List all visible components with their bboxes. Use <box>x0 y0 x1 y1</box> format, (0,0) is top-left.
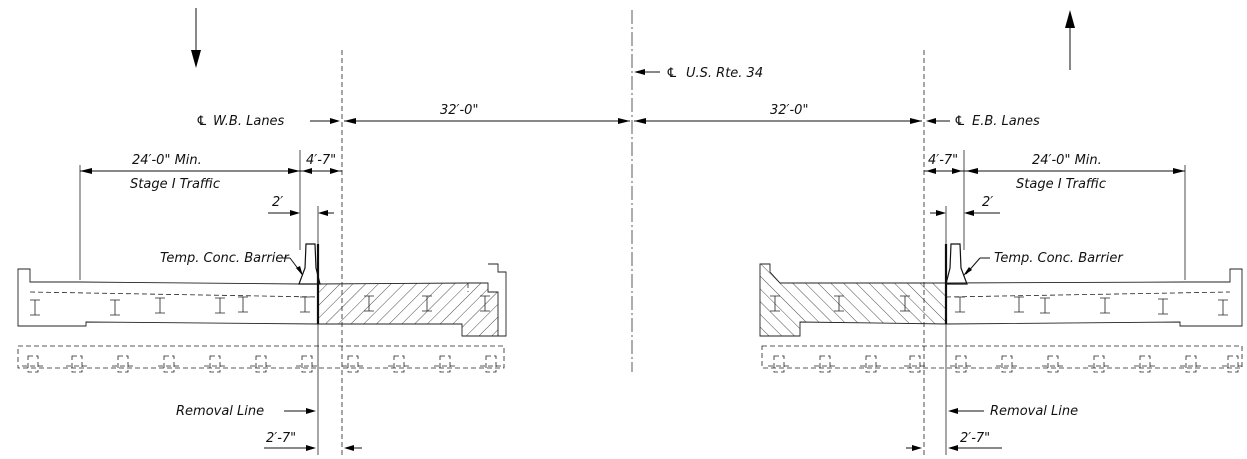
route-centerline-label: U.S. Rte. 34 <box>686 66 763 81</box>
removal-line-callout-right: Removal Line <box>948 404 1078 419</box>
dimension-2-7-left: 2′-7" <box>264 431 362 451</box>
dimension-24-label-left: 24′-0" Min. <box>132 153 202 168</box>
dimension-4-7-left: 4′-7" <box>300 153 342 174</box>
dimension-4-7-label-right: 4′-7" <box>928 153 958 168</box>
dimension-24-label-right: 24′-0" Min. <box>1032 153 1102 168</box>
dimension-route-to-eb: 32′-0" <box>634 103 922 124</box>
dimension-2-7-label-right: 2′-7" <box>960 431 990 446</box>
dimension-2-label-right: 2′ <box>982 195 993 210</box>
dimension-2-7-right: 2′-7" <box>906 431 1002 451</box>
dimension-2-label-left: 2′ <box>272 195 283 210</box>
wb-lanes-label: W.B. Lanes <box>213 114 285 129</box>
removal-label-left: Removal Line <box>176 404 264 419</box>
barrier-label-left: Temp. Conc. Barrier <box>160 251 290 266</box>
dimension-2-7-label-left: 2′-7" <box>266 431 296 446</box>
wb-removal-hatch <box>317 282 499 337</box>
route-centerline-callout: ℄ U.S. Rte. 34 <box>634 66 763 81</box>
eb-lanes-callout: ℄ E.B. Lanes <box>926 114 1040 129</box>
eb-bridge-section <box>759 206 1243 455</box>
dimension-4-7-right: 4′-7" <box>924 150 965 250</box>
dimension-stage-traffic-right: 24′-0" Min. Stage I Traffic <box>964 153 1186 280</box>
centerline-symbol: ℄ <box>666 66 678 81</box>
eb-substructure <box>761 345 1243 373</box>
westbound-direction-arrow <box>191 8 201 68</box>
stage-traffic-label-left: Stage I Traffic <box>130 177 220 192</box>
eb-girders <box>770 295 1228 316</box>
eb-removal-hatch <box>759 263 947 337</box>
centerline-symbol: ℄ <box>196 114 208 129</box>
eb-temp-conc-barrier <box>945 243 968 285</box>
dimension-2-right: 2′ <box>930 195 1000 216</box>
dimension-stage-traffic-left: 24′-0" Min. Stage I Traffic <box>79 150 301 280</box>
dimension-wb-to-route: 32′-0" <box>344 103 630 124</box>
barrier-label-right: Temp. Conc. Barrier <box>994 251 1124 266</box>
removal-label-right: Removal Line <box>990 404 1078 419</box>
dimension-32-label-left: 32′-0" <box>440 103 478 118</box>
dimension-4-7-label-left: 4′-7" <box>306 153 336 168</box>
wb-temp-conc-barrier <box>298 243 321 285</box>
eastbound-direction-arrow <box>1065 10 1075 70</box>
centerline-symbol: ℄ <box>954 114 966 129</box>
wb-bridge-section <box>17 206 507 455</box>
wb-substructure <box>17 345 505 373</box>
barrier-callout-right: Temp. Conc. Barrier <box>963 251 1124 276</box>
dimension-32-label-right: 32′-0" <box>770 103 808 118</box>
stage-traffic-label-right: Stage I Traffic <box>1016 177 1106 192</box>
removal-line-callout-left: Removal Line <box>176 404 316 419</box>
wb-girders <box>30 295 490 316</box>
dimension-2-left: 2′ <box>268 195 334 216</box>
barrier-callout-left: Temp. Conc. Barrier <box>160 251 303 276</box>
wb-lanes-callout: ℄ W.B. Lanes <box>196 114 340 129</box>
eb-lanes-label: E.B. Lanes <box>972 114 1040 129</box>
